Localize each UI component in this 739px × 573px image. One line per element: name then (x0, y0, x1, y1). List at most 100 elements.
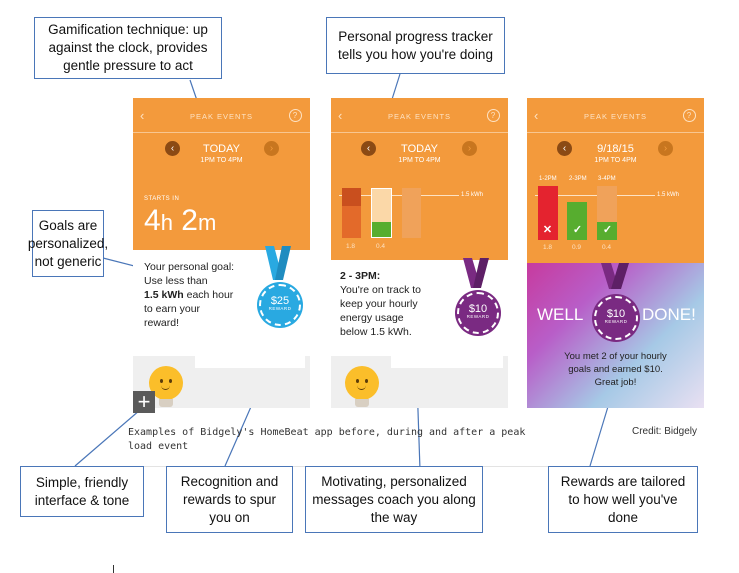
message-line: below 1.5 kWh. (340, 326, 412, 338)
lightbulb-base-icon (159, 399, 173, 407)
header-divider (331, 132, 508, 133)
phone-after: ‹ PEAK EVENTS ? ‹ › 9/18/15 1PM TO 4PM 1… (527, 98, 704, 408)
help-icon[interactable]: ? (683, 109, 696, 122)
countdown: 4h 2m (144, 204, 216, 238)
caption-line: Examples of Bidgely's HomeBeat app befor… (128, 427, 526, 438)
prev-day-button[interactable]: ‹ (557, 141, 572, 156)
caption-line: load event (128, 441, 189, 452)
bar-label: 3-4PM (598, 176, 616, 182)
callout-line: Recognition and (180, 473, 279, 489)
summary-text: You met 2 of your hourly goals and earne… (527, 350, 704, 389)
callout-progress: Personal progress tracker tells you how … (326, 17, 505, 74)
header-title: PEAK EVENTS (387, 112, 452, 121)
callout-motivating: Motivating, personalized messages coach … (305, 466, 483, 533)
threshold-label: 1.5 kWh (657, 192, 680, 198)
callout-line: tells you how you're doing (338, 46, 493, 62)
threshold-line (535, 195, 655, 196)
callout-goals: Goals are personalized, not generic (28, 210, 108, 277)
done-text: DONE! (642, 305, 696, 324)
missed-goal-x-icon: ✕ (542, 224, 553, 236)
progress-message: 2 - 3PM: You're on track to keep your ho… (340, 269, 421, 339)
callout-line: personalized, (27, 235, 109, 251)
ribbon-icon (265, 246, 291, 280)
countdown-minutes-unit: m (197, 210, 217, 235)
speech-bubble-tail (195, 356, 305, 368)
leader-rewards (589, 399, 611, 467)
summary-line: Great job! (594, 377, 637, 388)
credit: Credit: Bidgely (632, 426, 698, 437)
medal-value: $10 (468, 303, 488, 315)
event-date: 9/18/15 (597, 143, 634, 155)
add-plus-button[interactable]: + (133, 391, 155, 413)
prev-day-button[interactable]: ‹ (361, 141, 376, 156)
callout-line: Personal progress tracker (338, 28, 493, 44)
header-title: PEAK EVENTS (189, 112, 254, 121)
callout-line: interface & tone (34, 492, 130, 508)
summary-line: goals and earned $10. (568, 364, 663, 375)
medal-label: REWARD (604, 319, 628, 324)
event-date: TODAY (401, 143, 438, 155)
countdown-hours-unit: h (160, 210, 173, 235)
callout-line: Motivating, personalized (321, 473, 467, 489)
phone-during: ‹ PEAK EVENTS ? ‹ › TODAY 1PM TO 4PM 1.5… (331, 98, 508, 408)
prev-day-button[interactable]: ‹ (165, 141, 180, 156)
next-day-button[interactable]: › (658, 141, 673, 156)
reward-medal: $10 REWARD (457, 292, 499, 334)
callout-line: gentle pressure to act (63, 58, 193, 73)
event-time: 1PM TO 4PM (594, 157, 637, 164)
threshold-line (339, 195, 459, 196)
header-bar: ‹ PEAK EVENTS ? (331, 98, 508, 132)
medal-value: $10 (606, 308, 626, 320)
goal-line: Your personal goal: (144, 261, 235, 273)
bar-3-4pm (402, 188, 421, 238)
medal-label: REWARD (268, 306, 292, 311)
phone-before: ‹ PEAK EVENTS ? ‹ › TODAY 1PM TO 4PM STA… (133, 98, 310, 408)
callout-simple: Simple, friendly interface & tone (20, 466, 144, 517)
bar-label: 2-3PM (569, 176, 587, 182)
event-date: TODAY (203, 143, 240, 155)
reward-medal: $10 REWARD (594, 296, 638, 340)
goal-line: each hour (183, 289, 234, 301)
reward-medal: $25 REWARD (259, 284, 301, 326)
goal-line: to earn your (144, 303, 201, 315)
header-bar: ‹ PEAK EVENTS ? (133, 98, 310, 132)
met-goal-check-icon: ✓ (602, 224, 613, 236)
ribbon-icon (463, 258, 489, 288)
message-line: energy usage (340, 312, 404, 324)
back-arrow-icon[interactable]: ‹ (338, 108, 344, 123)
event-time: 1PM TO 4PM (200, 157, 243, 164)
leader-simple (74, 409, 141, 467)
callout-line: to how well you've (568, 491, 678, 507)
callout-line: Goals are (38, 217, 98, 233)
bar-1-2pm (538, 186, 558, 240)
medal-value: $25 (270, 295, 290, 307)
header-bar: ‹ PEAK EVENTS ? (527, 98, 704, 132)
goal-text: Your personal goal: Use less than 1.5 kW… (144, 260, 234, 330)
callout-line: Gamification technique: up (48, 22, 208, 37)
next-day-button[interactable]: › (264, 141, 279, 156)
message-line: You're on track to (340, 284, 422, 296)
bar-2-3pm (567, 202, 587, 240)
help-icon[interactable]: ? (289, 109, 302, 122)
message-line: keep your hourly (340, 298, 418, 310)
bar-3-4pm (597, 222, 617, 240)
message-title: 2 - 3PM: (340, 270, 381, 282)
back-arrow-icon[interactable]: ‹ (534, 108, 540, 123)
header-title: PEAK EVENTS (583, 112, 648, 121)
bar-value: 0.4 (376, 243, 386, 250)
help-icon[interactable]: ? (487, 109, 500, 122)
next-day-button[interactable]: › (462, 141, 477, 156)
callout-line: not generic (34, 253, 102, 269)
goal-line: Use less than (144, 275, 208, 287)
back-arrow-icon[interactable]: ‹ (140, 108, 146, 123)
callout-line: Rewards are tailored (560, 473, 686, 489)
text-cursor (113, 565, 114, 573)
bar-value: 1.8 (543, 244, 553, 251)
orange-panel (133, 98, 310, 250)
event-time: 1PM TO 4PM (398, 157, 441, 164)
bar-value: 0.4 (602, 244, 612, 251)
countdown-hours: 4 (144, 204, 161, 237)
callout-line: Simple, friendly (35, 474, 129, 490)
countdown-minutes: 2 (181, 204, 198, 237)
callout-line: against the clock, provides (48, 40, 208, 55)
